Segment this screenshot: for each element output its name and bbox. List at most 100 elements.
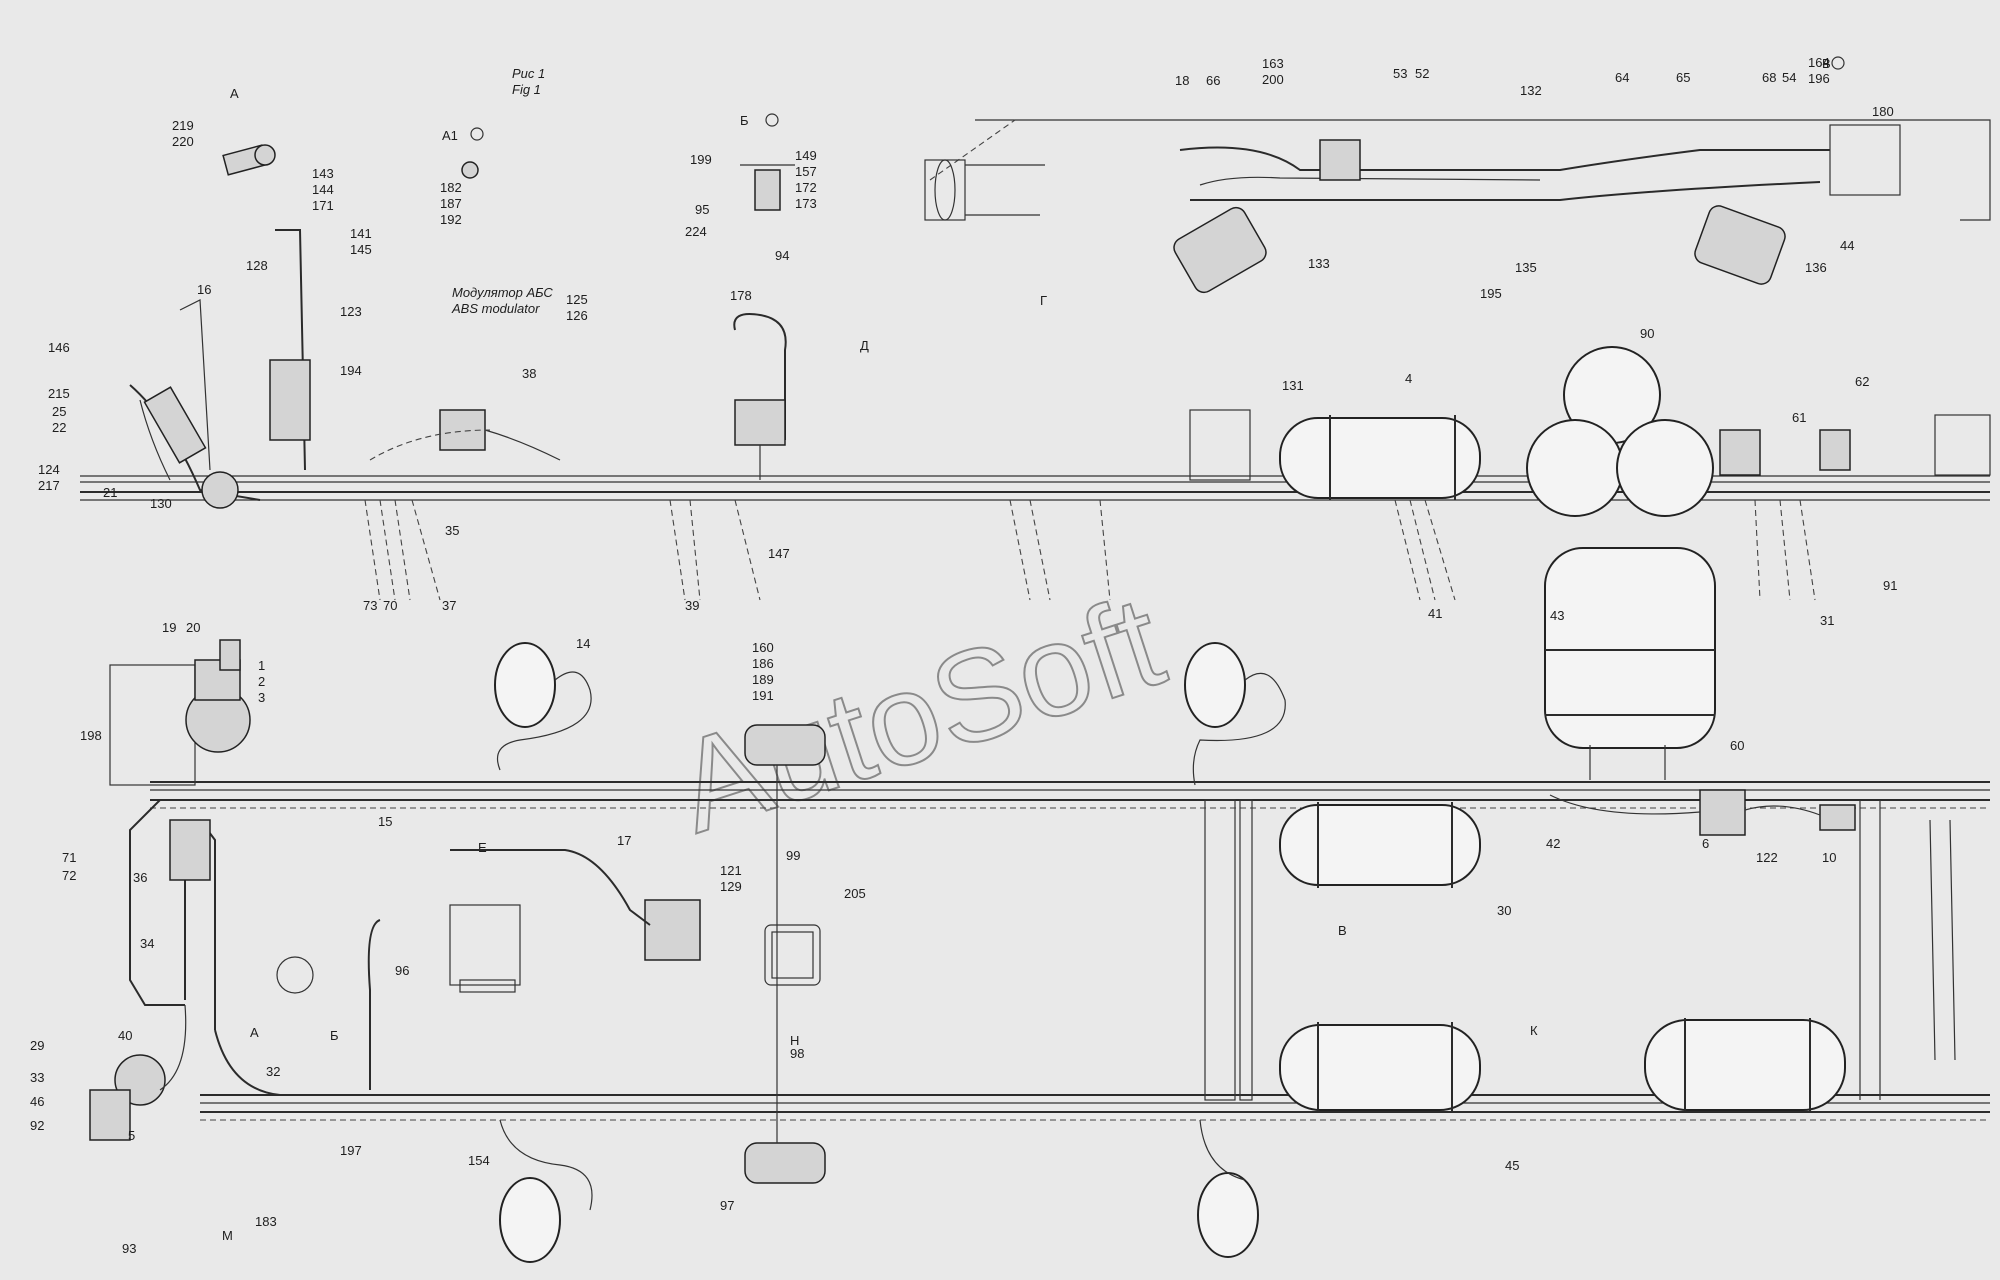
air-tank-lower-2 bbox=[1279, 1024, 1481, 1111]
callout-label: 125 bbox=[566, 292, 588, 307]
callout-label: 194 bbox=[340, 363, 362, 378]
brake-chamber-mid-left bbox=[1184, 642, 1246, 728]
callout-label: 187 bbox=[440, 196, 462, 211]
callout-label: 224 bbox=[685, 224, 707, 239]
air-tank-top-1 bbox=[1279, 417, 1481, 499]
callout-label: 43 bbox=[1550, 608, 1564, 623]
callout-label: 61 bbox=[1792, 410, 1806, 425]
abs-modulator-label-en: ABS modulator bbox=[451, 301, 540, 316]
abs-modulator bbox=[369, 409, 561, 461]
view-b-valve bbox=[740, 164, 795, 211]
callout-label: 92 bbox=[30, 1118, 44, 1133]
callout-label: 62 bbox=[1855, 374, 1869, 389]
callout-label: 31 bbox=[1820, 613, 1834, 628]
callout-label: 4 bbox=[1405, 371, 1412, 386]
callout-label: 157 bbox=[795, 164, 817, 179]
callout-label: 154 bbox=[468, 1153, 490, 1168]
brake-chamber-mid-right bbox=[1197, 1172, 1259, 1258]
callout-label: 40 bbox=[118, 1028, 132, 1043]
callout-label: 93 bbox=[122, 1241, 136, 1256]
callout-label: 2 bbox=[258, 674, 265, 689]
callout-label: 19 bbox=[162, 620, 176, 635]
leader-lines bbox=[364, 499, 1816, 601]
callout-label: 172 bbox=[795, 180, 817, 195]
callout-label: 122 bbox=[1756, 850, 1778, 865]
view-n-label: Н bbox=[790, 1033, 799, 1048]
callout-label: 39 bbox=[685, 598, 699, 613]
callout-label: 29 bbox=[30, 1038, 44, 1053]
view-a-parts bbox=[222, 144, 479, 179]
callout-label: 219 bbox=[172, 118, 194, 133]
view-g-label-top: Г bbox=[1040, 293, 1047, 308]
view-b-marker bbox=[765, 113, 779, 127]
spring-cylinder-upper bbox=[744, 724, 826, 766]
callout-label: 10 bbox=[1822, 850, 1836, 865]
callout-label: 96 bbox=[395, 963, 409, 978]
callout-labels: 2192201431441711821871921999522414915717… bbox=[30, 55, 1897, 1256]
brake-chamber-front-right bbox=[499, 1177, 561, 1263]
view-b-label-low: Б bbox=[330, 1028, 339, 1043]
callout-label: 99 bbox=[786, 848, 800, 863]
view-k-label: К bbox=[1530, 1023, 1538, 1038]
callout-label: 64 bbox=[1615, 70, 1629, 85]
callout-label: 149 bbox=[795, 148, 817, 163]
callout-label: 21 bbox=[103, 485, 117, 500]
callout-label: 37 bbox=[442, 598, 456, 613]
air-tank-lower-1 bbox=[1279, 804, 1481, 886]
callout-label: 124 bbox=[38, 462, 60, 477]
figure-title-en: Fig 1 bbox=[512, 82, 541, 97]
center-spring-chamber bbox=[733, 313, 787, 480]
abs-modulator-label-ru: Модулятор АБС bbox=[452, 285, 553, 300]
view-m-label: М bbox=[222, 1228, 233, 1243]
callout-label: 199 bbox=[690, 152, 712, 167]
callout-label: 90 bbox=[1640, 326, 1654, 341]
bottom-air-tanks bbox=[1279, 547, 1846, 1112]
view-a1-marker bbox=[470, 127, 484, 141]
callout-label: 42 bbox=[1546, 836, 1560, 851]
callout-label: 205 bbox=[844, 886, 866, 901]
air-tank-vertical bbox=[1544, 547, 1716, 749]
callout-label: 91 bbox=[1883, 578, 1897, 593]
callout-label: 44 bbox=[1840, 238, 1854, 253]
view-d-label: Д bbox=[860, 338, 869, 353]
rear-valve-cluster bbox=[1549, 789, 1856, 836]
figure-title-ru: Рис 1 bbox=[512, 66, 545, 81]
callout-label: 136 bbox=[1805, 260, 1827, 275]
callout-label: 66 bbox=[1206, 73, 1220, 88]
callout-label: 18 bbox=[1175, 73, 1189, 88]
callout-label: 6 bbox=[1702, 836, 1709, 851]
callout-label: 192 bbox=[440, 212, 462, 227]
callout-label: 197 bbox=[340, 1143, 362, 1158]
callout-label: 94 bbox=[775, 248, 789, 263]
air-tank-round-3 bbox=[1616, 419, 1714, 517]
callout-label: 1 bbox=[258, 658, 265, 673]
callout-label: 3 bbox=[258, 690, 265, 705]
callout-label: 121 bbox=[720, 863, 742, 878]
watermark-text: AutoSoft bbox=[660, 567, 1179, 860]
callout-label: 33 bbox=[30, 1070, 44, 1085]
spring-cylinder-lower bbox=[744, 1142, 826, 1184]
callout-label: 215 bbox=[48, 386, 70, 401]
callout-label: 135 bbox=[1515, 260, 1537, 275]
callout-label: 160 bbox=[752, 640, 774, 655]
callout-label: 15 bbox=[378, 814, 392, 829]
callout-label: 180 bbox=[1872, 104, 1894, 119]
callout-label: 36 bbox=[133, 870, 147, 885]
callout-label: 16 bbox=[197, 282, 211, 297]
callout-label: 217 bbox=[38, 478, 60, 493]
callout-label: 147 bbox=[768, 546, 790, 561]
callout-label: 144 bbox=[312, 182, 334, 197]
callout-label: 163 bbox=[1262, 56, 1284, 71]
callout-label: 141 bbox=[350, 226, 372, 241]
callout-label: 186 bbox=[752, 656, 774, 671]
cab-front-assembly bbox=[129, 229, 311, 509]
view-v-marker bbox=[1831, 56, 1845, 70]
top-air-tanks bbox=[1189, 346, 1991, 517]
callout-label: 130 bbox=[150, 496, 172, 511]
callout-label: 14 bbox=[576, 636, 590, 651]
callout-label: 25 bbox=[52, 404, 66, 419]
callout-label: 178 bbox=[730, 288, 752, 303]
callout-label: 183 bbox=[255, 1214, 277, 1229]
view-a-label-low: А bbox=[250, 1025, 259, 1040]
